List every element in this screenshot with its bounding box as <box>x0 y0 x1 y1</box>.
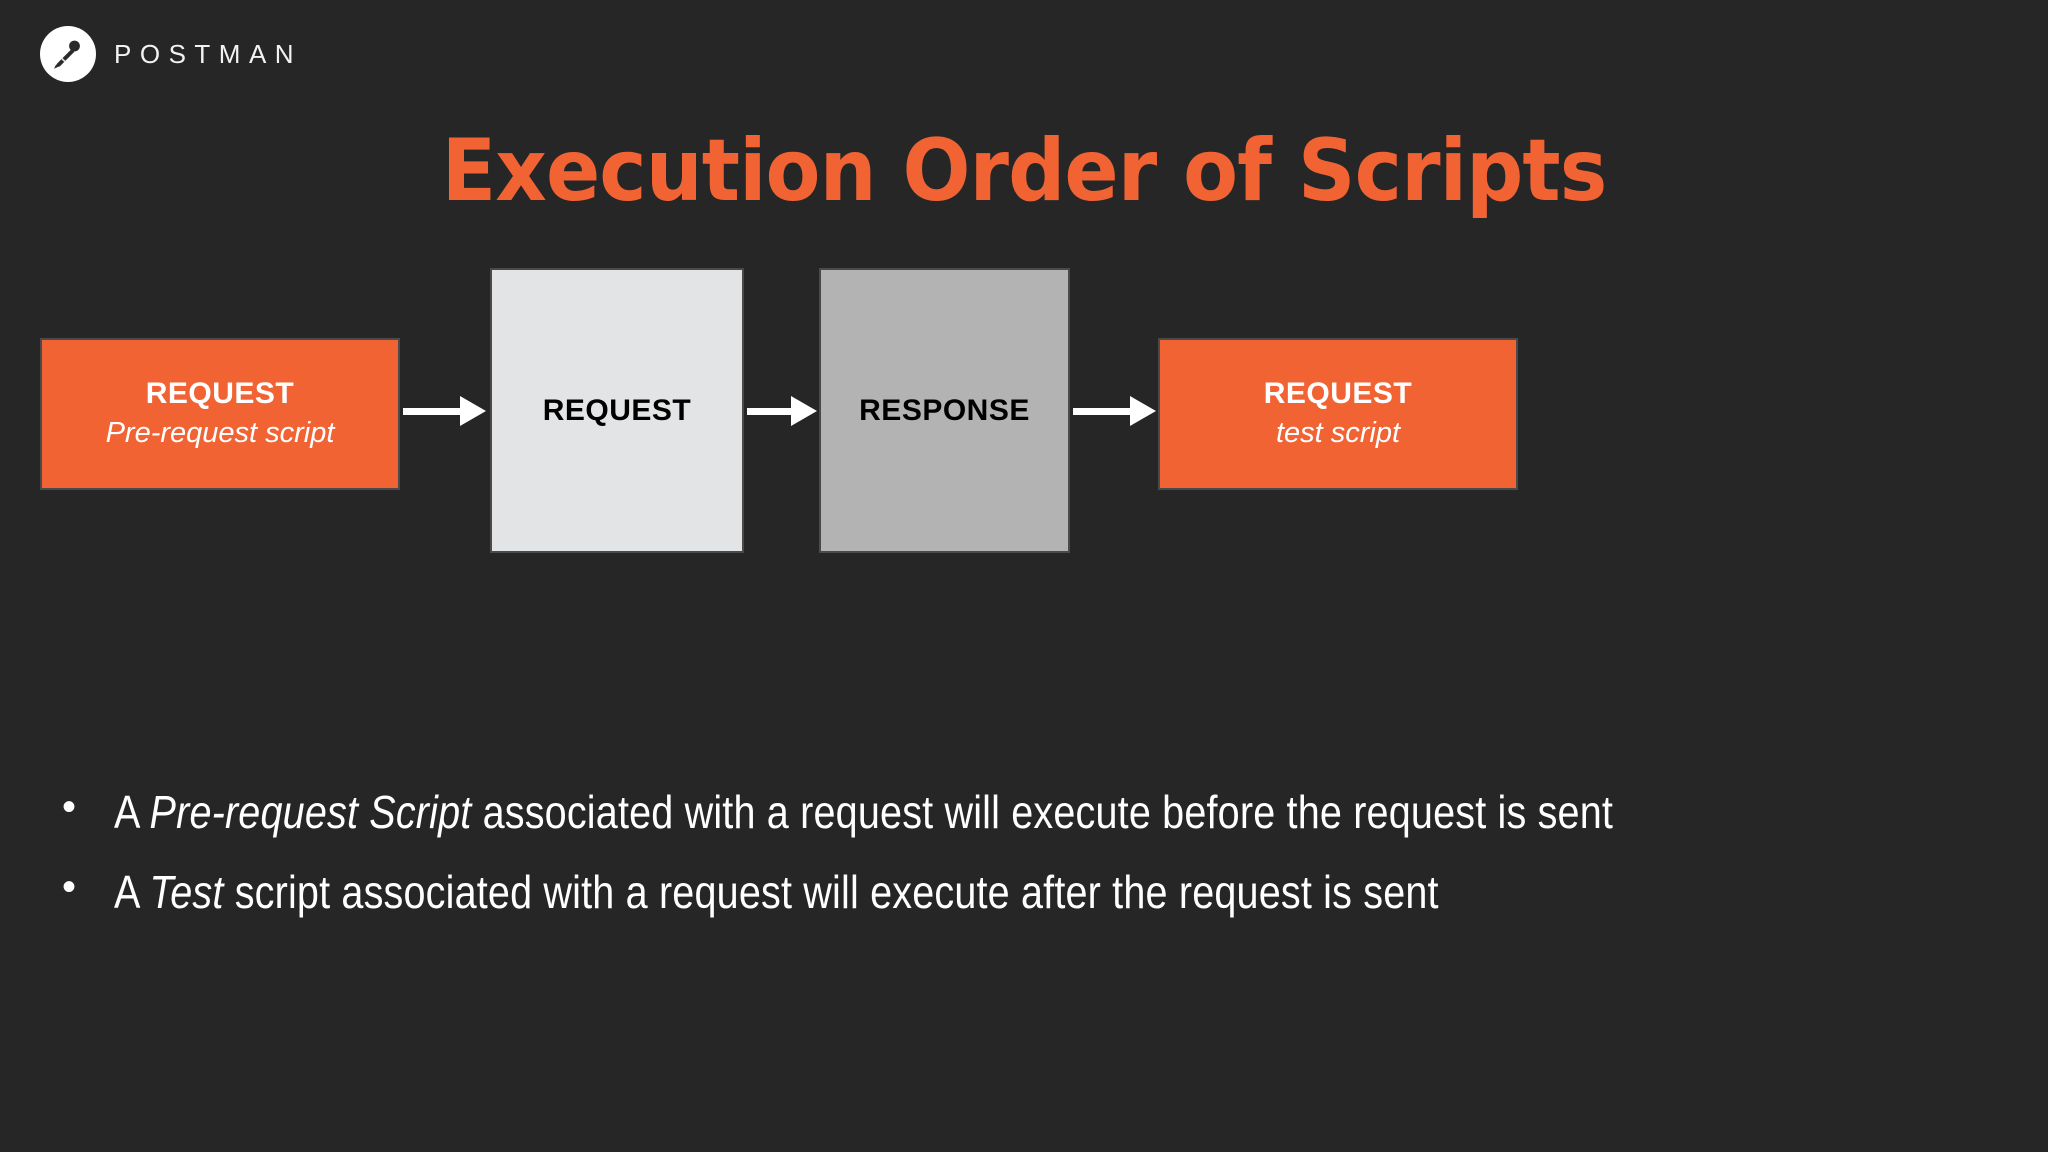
arrow-shaft <box>747 407 792 415</box>
arrow-head-icon <box>1130 396 1156 426</box>
bullet-marker-icon: • <box>62 785 77 829</box>
flow-box-test-script-subtitle: test script <box>1275 416 1401 449</box>
bullet-marker-icon: • <box>62 864 77 909</box>
execution-order-diagram: REQUEST Pre-request script REQUEST RESPO… <box>40 265 2008 565</box>
flow-box-test-script-title: REQUEST <box>1263 377 1413 411</box>
arrow-pre-request-to-request <box>403 396 486 426</box>
flow-box-request-title: REQUEST <box>542 393 692 427</box>
list-item: • A Test script associated with a reques… <box>56 858 1988 928</box>
bullet-text: A Pre-request Script associated with a r… <box>114 786 1614 838</box>
postman-logo: POSTMAN <box>40 26 302 82</box>
arrow-response-to-test-script <box>1073 396 1156 426</box>
arrow-head-icon <box>791 396 817 426</box>
arrow-head-icon <box>460 396 486 426</box>
flow-box-response: RESPONSE <box>819 268 1070 553</box>
flow-box-response-title: RESPONSE <box>859 393 1030 427</box>
arrow-shaft <box>403 407 461 415</box>
arrow-shaft <box>1073 407 1131 415</box>
flow-box-pre-request-subtitle: Pre-request script <box>105 416 335 449</box>
flow-box-request: REQUEST <box>490 268 744 553</box>
postman-wordmark: POSTMAN <box>114 38 303 69</box>
arrow-request-to-response <box>747 396 817 426</box>
bullet-list: • A Pre-request Script associated with a… <box>56 778 1988 938</box>
flow-box-pre-request: REQUEST Pre-request script <box>40 338 400 490</box>
flow-box-pre-request-title: REQUEST <box>145 377 295 411</box>
list-item: • A Pre-request Script associated with a… <box>56 778 1988 848</box>
postman-astronaut-icon <box>40 26 96 82</box>
bullet-text: A Test script associated with a request … <box>114 865 1439 918</box>
page-title: Execution Order of Scripts <box>441 121 1608 221</box>
flow-box-test-script: REQUEST test script <box>1158 338 1518 490</box>
